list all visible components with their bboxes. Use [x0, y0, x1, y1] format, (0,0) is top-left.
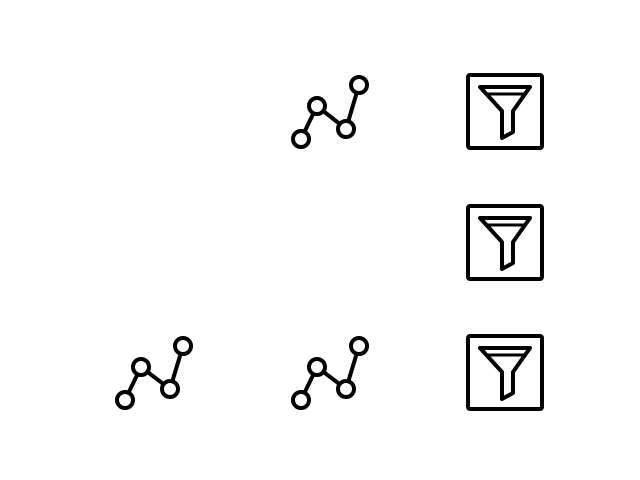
line-chart-icon[interactable] — [290, 74, 370, 150]
filter-icon[interactable] — [466, 73, 544, 151]
filter-icon[interactable] — [466, 204, 544, 282]
filter-icon[interactable] — [466, 334, 544, 412]
line-chart-icon[interactable] — [290, 335, 370, 413]
line-chart-icon[interactable] — [113, 335, 195, 413]
